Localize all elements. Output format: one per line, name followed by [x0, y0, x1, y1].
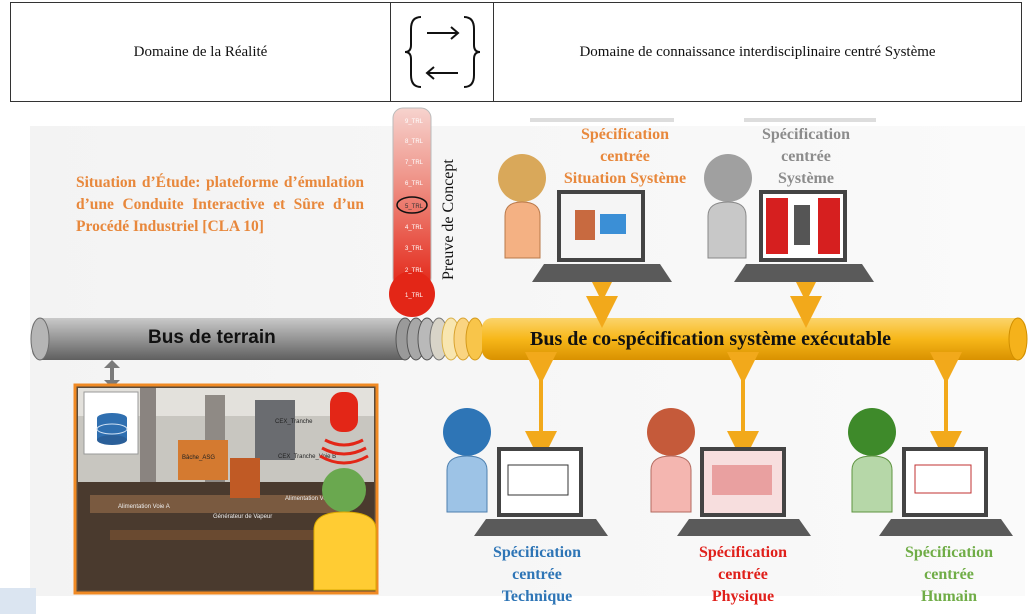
thermo-level-labels: 9_TRL 8_TRL 7_TRL 6_TRL 5_TRL 4_TRL 3_TR… — [405, 119, 424, 299]
workstation-systeme — [704, 118, 876, 282]
person-head-icon — [443, 408, 491, 456]
operator-head-icon — [322, 468, 366, 512]
operator-body-icon — [313, 511, 377, 591]
trl-thermometer: 9_TRL 8_TRL 7_TRL 6_TRL 5_TRL 4_TRL 3_TR… — [389, 107, 435, 317]
exchange-symbol — [391, 3, 494, 101]
thermo-highlight-ring — [396, 196, 428, 214]
photo-label: CEX_Tranche — [275, 419, 313, 425]
thermo-level: 2_TRL — [405, 268, 424, 274]
person-body-icon — [851, 455, 893, 513]
workstation-technique — [443, 408, 608, 536]
header-table: Domaine de la Réalité Domaine de connais… — [10, 2, 1022, 102]
corner-tab — [0, 588, 36, 614]
person-body-icon — [504, 201, 541, 259]
thermo-level: 9_TRL — [405, 119, 424, 125]
platform-photo: CEX_Tranche Bâche_ASG CEX_Tranche_Voie B… — [73, 383, 379, 595]
person-body-icon — [446, 455, 488, 513]
photo-label: CEX_Tranche_Voie B — [278, 454, 336, 460]
thermo-level: 5_TRL — [405, 204, 424, 210]
thermo-level: 3_TRL — [405, 246, 424, 252]
workstation-situation — [498, 118, 674, 282]
laptop-base-icon — [734, 264, 874, 282]
person-head-icon — [647, 408, 695, 456]
person-head-icon — [498, 154, 546, 202]
thermo-level: 8_TRL — [405, 139, 424, 145]
thermo-level: 6_TRL — [405, 181, 424, 187]
person-body-icon — [707, 201, 747, 259]
reality-domain-title: Domaine de la Réalité — [11, 3, 391, 101]
bidirectional-arrows-icon — [404, 16, 481, 88]
photo-label: Alimentation Voie A — [118, 504, 170, 510]
workstation-humain — [848, 408, 1013, 536]
laptop-base-icon — [677, 519, 811, 536]
photo-label: Bâche_ASG — [182, 455, 215, 461]
laptop-base-icon — [879, 519, 1013, 536]
laptop-base-icon — [474, 519, 608, 536]
cospec-bus-label: Bus de co-spécification système exécutab… — [530, 328, 892, 350]
cospec-bus — [482, 317, 1028, 361]
knowledge-domain-title: Domaine de connaissance interdisciplinai… — [579, 43, 936, 60]
person-head-icon — [848, 408, 896, 456]
thermo-level: 7_TRL — [405, 160, 424, 166]
thermo-level: 4_TRL — [405, 225, 424, 231]
thermo-level: 1_TRL — [405, 293, 424, 299]
workstation-physique — [647, 408, 811, 536]
field-bus-label: Bus de terrain — [148, 327, 276, 348]
study-situation-text: Situation d’Étude: plateforme d’émulatio… — [76, 174, 364, 235]
person-head-icon — [704, 154, 752, 202]
photo-label: Alimentation Voie B — [285, 496, 337, 502]
person-body-icon — [650, 455, 692, 513]
laptop-base-icon — [532, 264, 672, 282]
alarm-icon — [330, 392, 358, 432]
photo-label: Générateur de Vapeur — [213, 514, 272, 520]
bus-connectors — [525, 270, 962, 463]
proof-of-concept-label: Preuve de Concept — [440, 159, 457, 280]
field-bus — [30, 317, 485, 361]
